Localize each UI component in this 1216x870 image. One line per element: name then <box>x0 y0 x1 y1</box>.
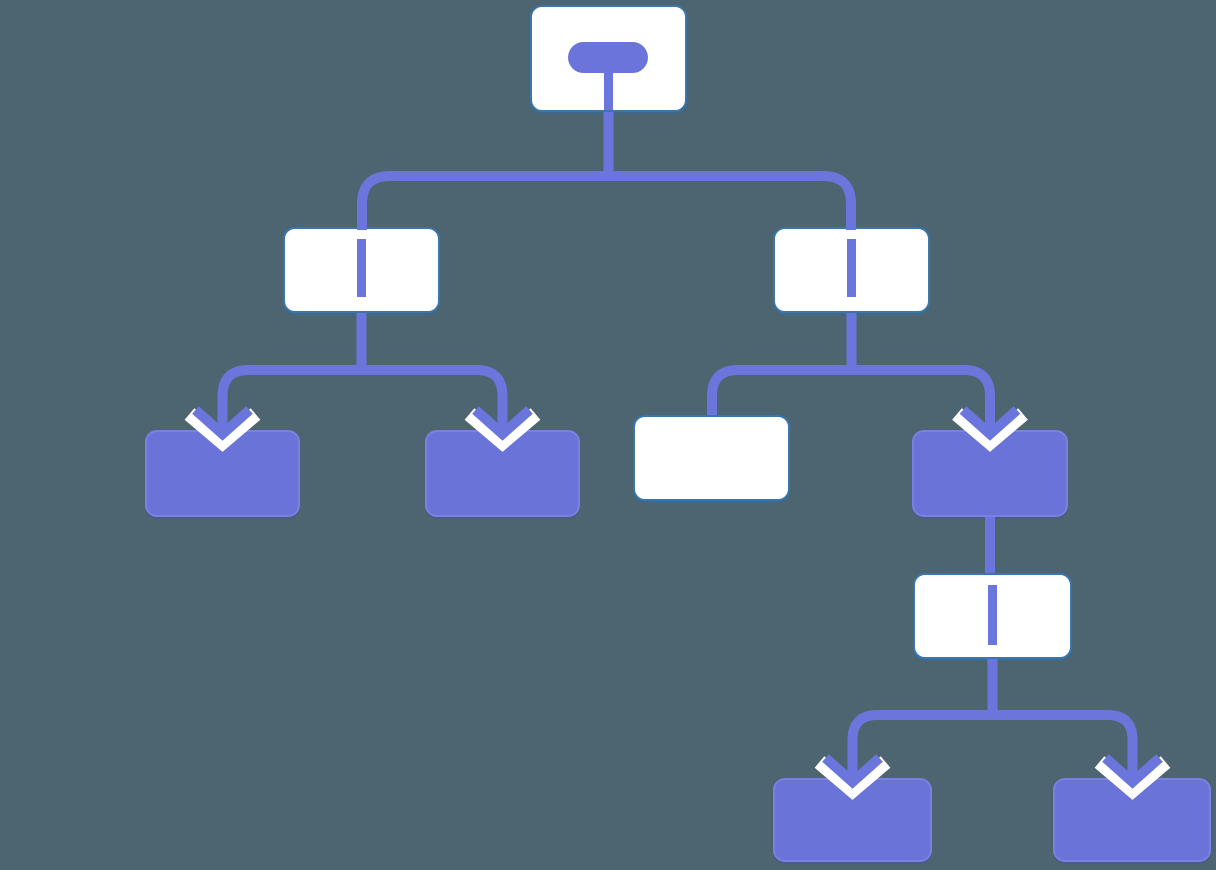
chevron-down-arrow-icon <box>952 408 1028 452</box>
pill-stem <box>604 70 613 110</box>
arrowhead-icon <box>1102 754 1163 789</box>
branch-lower-inner-line <box>988 585 997 645</box>
branch-left-inner-line <box>357 239 366 297</box>
node-leaf-left-2[interactable] <box>425 430 580 517</box>
chevron-down-arrow-icon <box>464 408 541 452</box>
branch-right-inner-line <box>847 239 856 297</box>
chevron-down-arrow-icon <box>184 408 261 452</box>
arrowhead-icon <box>959 406 1021 441</box>
arrowhead-icon <box>472 406 533 441</box>
connector-left-subbranch <box>217 365 508 434</box>
connector-right-subbranch <box>707 365 995 434</box>
pill-icon <box>568 42 648 73</box>
arrowhead-icon <box>192 406 253 441</box>
chevron-down-arrow-icon <box>1094 756 1171 800</box>
arrowheads <box>192 406 1163 789</box>
node-leaf-left-1[interactable] <box>145 430 300 517</box>
connectors <box>217 112 1138 782</box>
connector-level1-branch <box>357 171 856 230</box>
arrow-highlights <box>184 408 1171 800</box>
connector-bottom-subbranch <box>847 710 1138 782</box>
node-child-right-plain[interactable] <box>633 415 790 501</box>
arrowhead-icon <box>822 754 883 789</box>
chevron-down-arrow-icon <box>814 756 891 800</box>
